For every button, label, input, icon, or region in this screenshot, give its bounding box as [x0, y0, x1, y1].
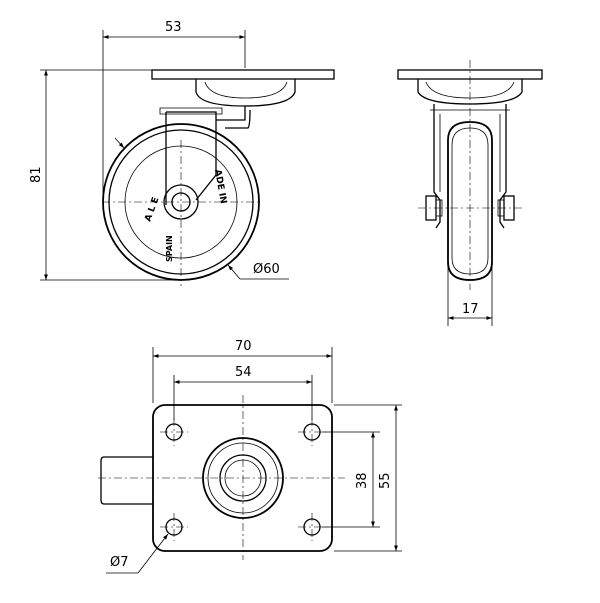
dimension-hole-spacing-long-label: 54 [235, 365, 252, 380]
dimension-side-width: 53 [102, 20, 246, 200]
wheel-text-bottom: SPAIN [165, 235, 174, 262]
side-view: A L E ADE IN SPAIN 53 81 Ø60 [29, 20, 335, 286]
wheel-text-left: A L E [143, 196, 161, 223]
wheel-embossed-text: A L E ADE IN SPAIN [143, 169, 227, 262]
dimension-hole-spacing-short: 38 [322, 431, 380, 528]
dimension-plate-width: 55 [334, 404, 402, 552]
dimension-hole-spacing-short-label: 38 [355, 472, 370, 489]
dimension-overall-height: 81 [29, 69, 180, 281]
dimension-plate-length-label: 70 [235, 339, 252, 354]
dimension-hole-diameter: Ø7 [106, 533, 169, 574]
dimension-plate-width-label: 55 [378, 472, 393, 489]
dimension-hole-diameter-label: Ø7 [110, 555, 129, 570]
dimension-plate-length: 70 [152, 339, 333, 403]
dimension-overall-height-label: 81 [29, 166, 44, 183]
side-mounting-plate [151, 69, 335, 80]
dimension-wheel-width-label: 17 [462, 302, 479, 317]
dimension-hole-spacing-long: 54 [173, 365, 313, 420]
front-fork-right [499, 104, 507, 229]
front-view: 17 [397, 60, 543, 326]
dimension-wheel-diameter-label: Ø60 [253, 262, 280, 277]
dimension-wheel-width: 17 [447, 260, 493, 326]
wheel-text-right: ADE IN [212, 169, 228, 205]
dimension-side-width-label: 53 [165, 20, 182, 35]
side-swivel-housing [195, 79, 296, 107]
side-fork-arm [166, 111, 217, 201]
top-stem [100, 456, 153, 505]
top-view: 70 54 38 55 Ø7 [98, 339, 402, 574]
dimension-wheel-diameter: Ø60 [227, 262, 289, 280]
front-fork-left [433, 104, 441, 229]
